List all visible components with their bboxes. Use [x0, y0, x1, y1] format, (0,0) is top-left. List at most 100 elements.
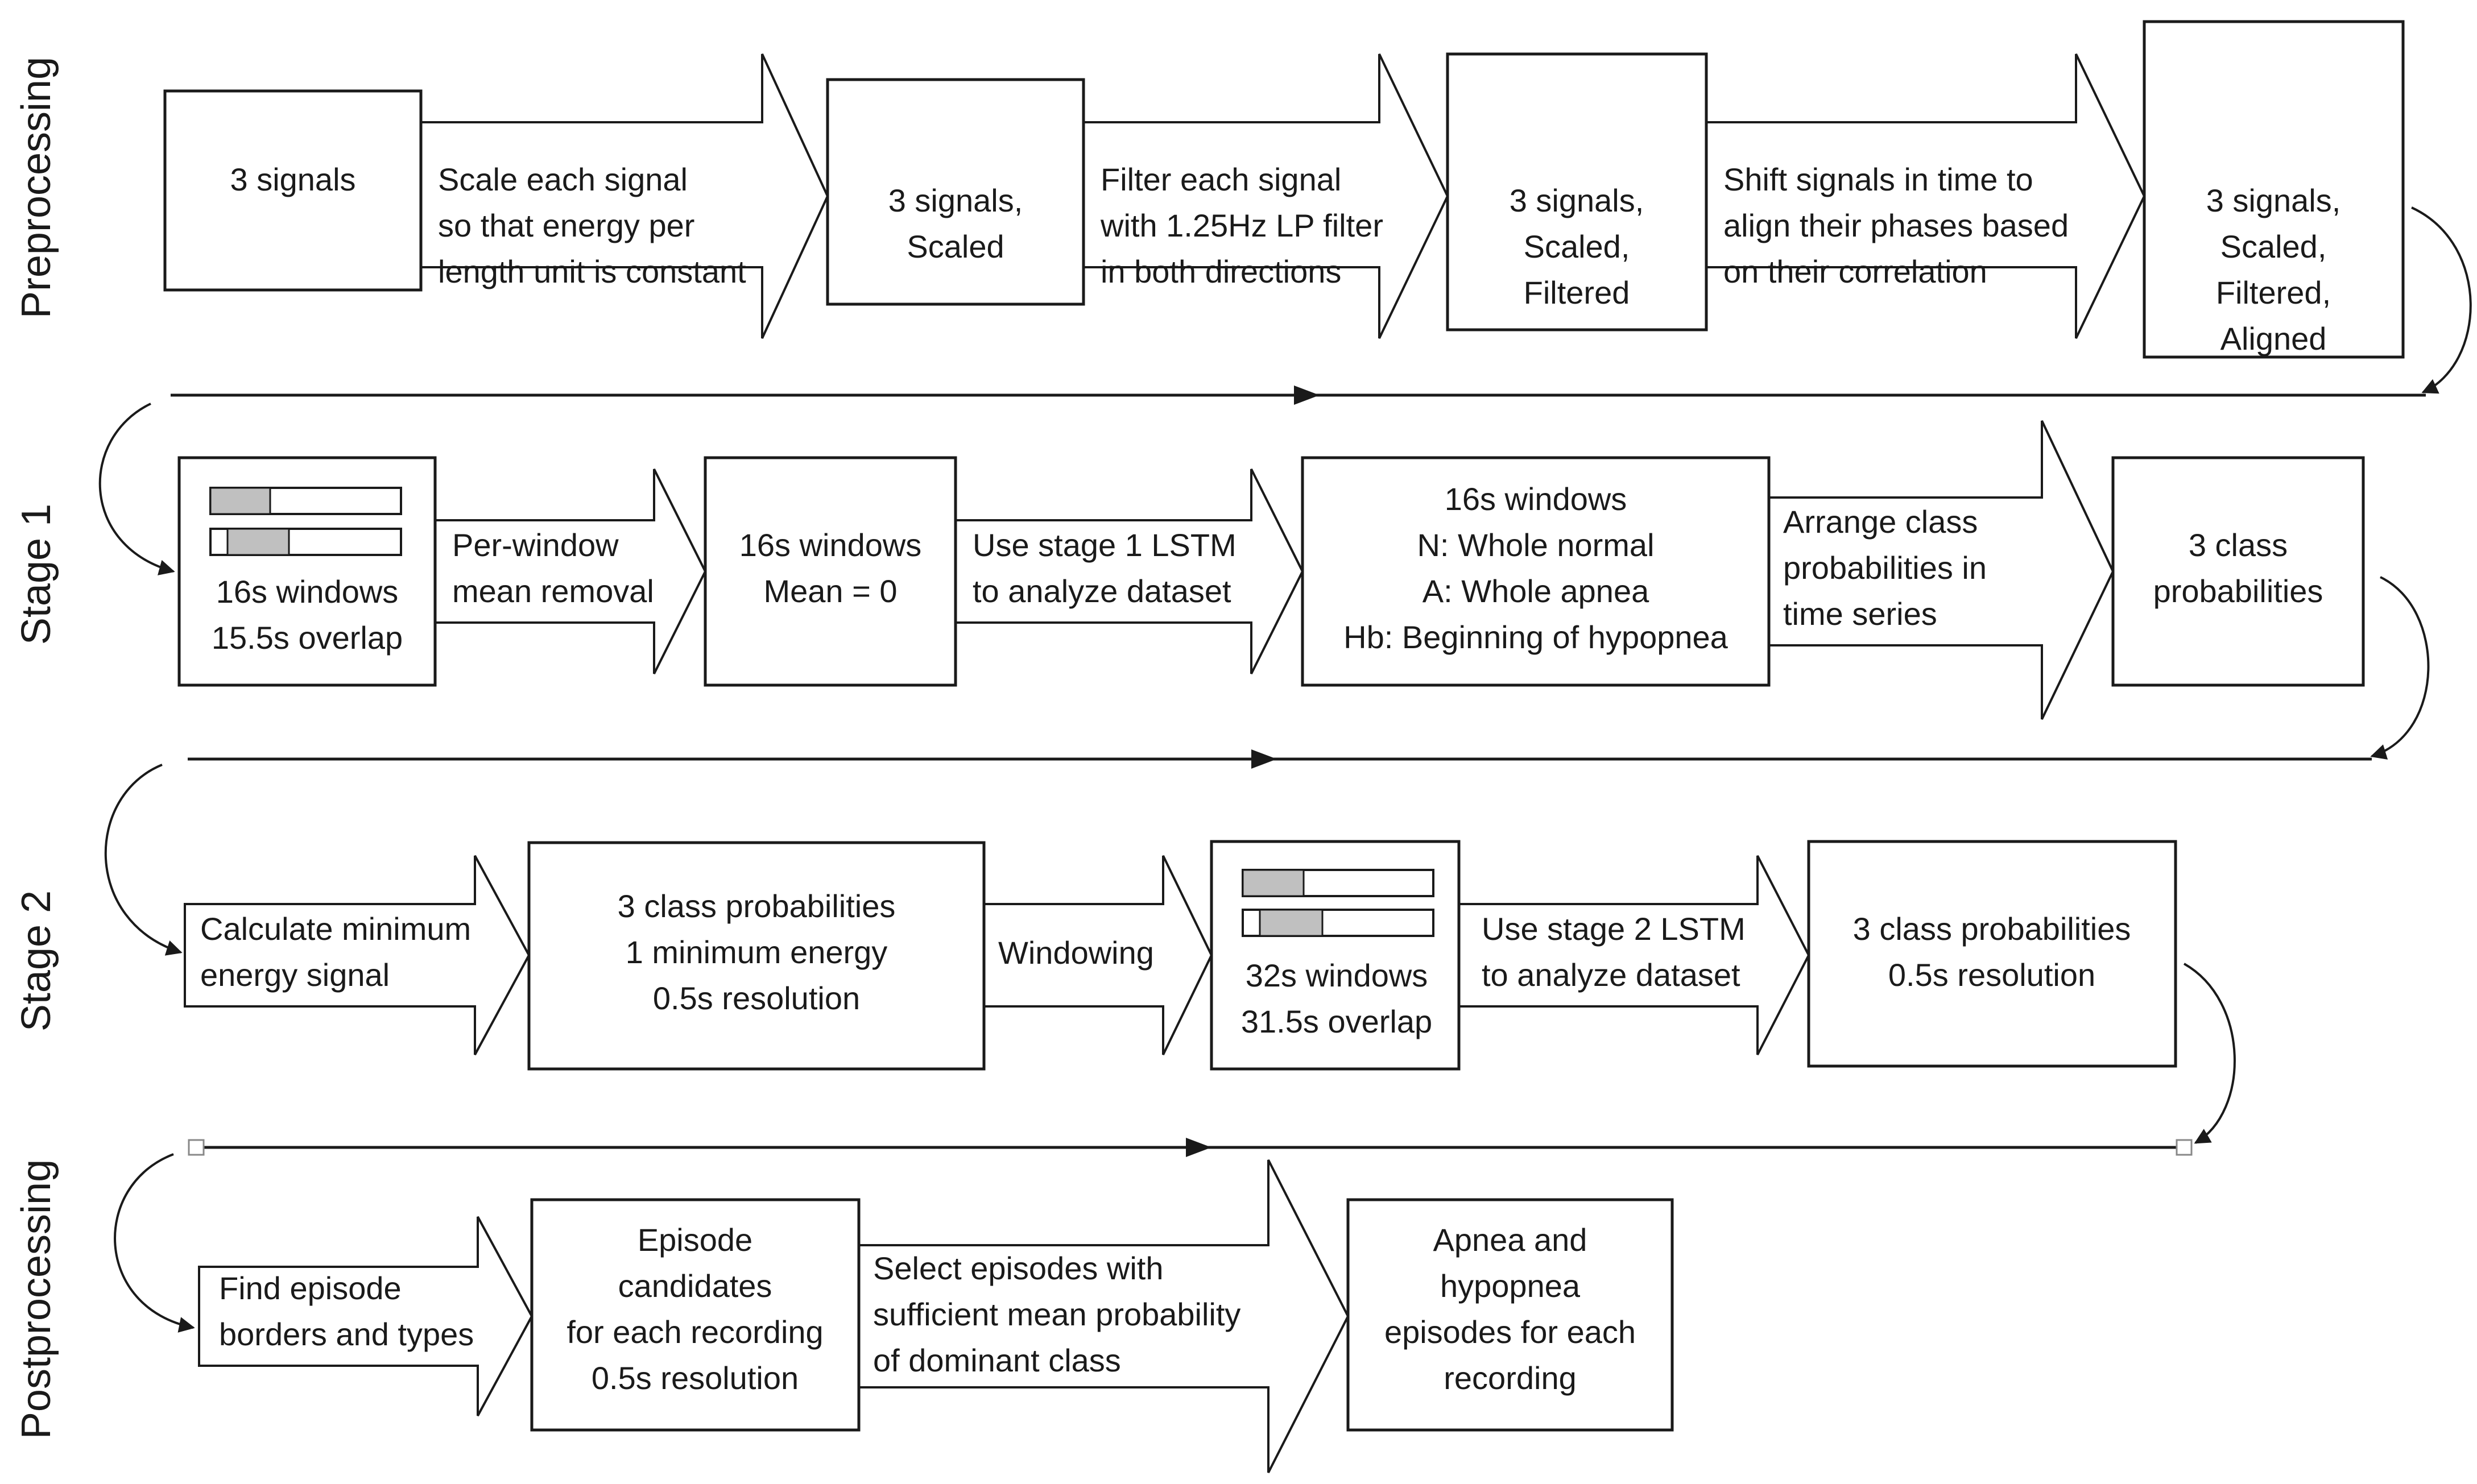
pre-box-3-line-3: Filtered — [1524, 275, 1630, 310]
pre-arrow-1-shape — [420, 53, 829, 339]
s2-box-2-line-1: 32s windows — [1246, 957, 1428, 993]
post-box-1-line-1: Episode — [638, 1222, 752, 1258]
s1-arrow-2-line-2: to analyze dataset — [973, 573, 1231, 609]
post-box-1-text: Episode candidates for each recording 0.5s … — [566, 1222, 823, 1396]
s1-box-class-probabilities — [2111, 456, 2365, 687]
pre-box-4-line-1: 3 signals, — [2206, 183, 2341, 218]
s2-box-min-energy — [527, 841, 986, 1071]
pre-arrow-2-line-1: Filter each signal — [1101, 161, 1341, 197]
pre-arrow-2-line-3: in both directions — [1101, 254, 1341, 289]
connector-handle-right — [2176, 1139, 2193, 1156]
s1-arrow-2-text: Use stage 1 LSTM to analyze dataset — [973, 527, 1237, 609]
s1-box-classes — [1301, 456, 1771, 687]
s1-arrow-2-line-1: Use stage 1 LSTM — [973, 527, 1237, 563]
s1-box-2-line-2: Mean = 0 — [763, 573, 897, 609]
stage-label-preprocessing: Preprocessing — [14, 57, 59, 318]
pre-box-1-text: 3 signals — [230, 161, 355, 197]
pre-box-3-signals — [163, 89, 423, 292]
s2-box-2-line-2: 31.5s overlap — [1241, 1004, 1432, 1039]
pre-box-3-line-2: Scaled, — [1524, 229, 1630, 264]
connector-s2-curve-right — [2184, 963, 2236, 1144]
s1-arrow-3-line-1: Arrange class — [1783, 504, 1978, 540]
post-box-final-episodes — [1346, 1198, 1674, 1432]
pre-box-4-line-4: Aligned — [2220, 321, 2327, 357]
s2-box-1-line-3: 0.5s resolution — [653, 980, 860, 1016]
pre-arrow-2-line-2: with 1.25Hz LP filter — [1100, 208, 1383, 243]
post-arrow-1-shape — [198, 1216, 534, 1416]
post-box-2-text: Apnea and hypopnea episodes for each record… — [1384, 1222, 1636, 1396]
pre-arrow-1-line-2: so that energy per — [438, 208, 694, 243]
pre-box-1-line-1: 3 signals — [230, 161, 355, 197]
s1-box-3-line-1: 16s windows — [1445, 481, 1627, 517]
pre-arrow-1-line-3: length unit is constant — [438, 254, 746, 289]
connector-pre-curve-right — [2411, 206, 2472, 394]
pre-box-scaled — [826, 78, 1085, 306]
pre-box-filtered — [1446, 52, 1708, 331]
s2-window-fill-2 — [1259, 909, 1324, 937]
pre-box-4-line-3: Filtered, — [2216, 275, 2331, 310]
s1-box-3-text: 16s windows N: Whole normal A: Whole apnea… — [1343, 481, 1728, 655]
s1-box-3-line-2: N: Whole normal — [1417, 527, 1654, 563]
post-box-2-line-4: recording — [1444, 1360, 1576, 1396]
pre-arrow-3-line-1: Shift signals in time to — [1723, 161, 2033, 197]
connector-s1-curve-right — [2370, 576, 2430, 760]
post-arrow-2-line-2: sufficient mean probability — [873, 1296, 1240, 1332]
post-arrow-2-shape — [858, 1159, 1350, 1473]
pre-box-3-text: 3 signals, Scaled, Filtered — [1510, 183, 1644, 310]
pre-box-2-text: 3 signals, Scaled — [888, 183, 1023, 264]
s2-arrow-2-text: Windowing — [998, 935, 1154, 971]
s2-arrow-3-line-1: Use stage 2 LSTM — [1482, 911, 1746, 947]
s1-box-mean-zero — [704, 456, 957, 687]
s1-arrow-3-shape — [1768, 420, 2115, 720]
s1-box-4-line-1: 3 class — [2189, 527, 2288, 563]
connector-pre-curve-left — [98, 403, 175, 575]
pre-box-3-line-1: 3 signals, — [1510, 183, 1644, 218]
post-box-2-line-2: hypopnea — [1440, 1268, 1581, 1304]
s2-box-class-probabilities — [1807, 840, 2177, 1068]
pre-arrow-3-line-3: on their correlation — [1723, 254, 1987, 289]
s1-box-3-line-4: Hb: Beginning of hypopnea — [1343, 619, 1728, 655]
connector-s2-line-arrowhead — [1186, 1138, 1211, 1157]
post-box-1-line-3: for each recording — [566, 1314, 823, 1350]
s1-window-fill-1 — [209, 487, 271, 515]
post-box-2-line-1: Apnea and — [1433, 1222, 1587, 1258]
s1-arrow-1-shape — [434, 469, 707, 674]
s2-arrow-2-line-1: Windowing — [998, 935, 1154, 971]
pre-arrow-3-shape — [1705, 53, 2146, 339]
stage-label-stage1: Stage 1 — [14, 504, 59, 645]
s1-arrow-1-line-1: Per-window — [452, 527, 619, 563]
pre-box-4-line-2: Scaled, — [2220, 229, 2327, 264]
post-arrow-2-line-3: of dominant class — [873, 1342, 1121, 1378]
s2-arrow-3-line-2: to analyze dataset — [1482, 957, 1740, 993]
s1-arrow-3-line-2: probabilities in — [1783, 550, 1987, 586]
connector-pre-line-arrowhead — [1294, 385, 1320, 405]
post-box-2-line-3: episodes for each — [1384, 1314, 1636, 1350]
post-box-1-line-2: candidates — [618, 1268, 772, 1304]
connector-s1-curve-left — [104, 764, 183, 956]
s2-box-1-line-2: 1 minimum energy — [626, 934, 888, 970]
s1-box-1-line-2: 15.5s overlap — [212, 620, 403, 656]
pre-arrow-2-shape — [1082, 53, 1449, 339]
s2-arrow-1-line-2: energy signal — [200, 957, 390, 993]
pre-box-2-line-1: 3 signals, — [888, 183, 1023, 218]
connector-handle-left — [188, 1139, 205, 1156]
s1-box-3-line-3: A: Whole apnea — [1422, 573, 1649, 609]
s2-arrow-3-shape — [1458, 855, 1810, 1055]
s2-arrow-2-shape — [983, 855, 1213, 1055]
pre-arrow-2-text: Filter each signal with 1.25Hz LP filter i… — [1100, 161, 1383, 289]
post-arrow-1-line-1: Find episode — [219, 1270, 402, 1306]
pre-box-2-line-2: Scaled — [907, 229, 1004, 264]
s2-box-3-line-2: 0.5s resolution — [1888, 957, 2095, 993]
post-box-1-line-4: 0.5s resolution — [592, 1360, 799, 1396]
s1-arrow-2-shape — [954, 469, 1304, 674]
pre-box-aligned — [2143, 20, 2405, 359]
post-box-episode-candidates — [530, 1198, 861, 1432]
